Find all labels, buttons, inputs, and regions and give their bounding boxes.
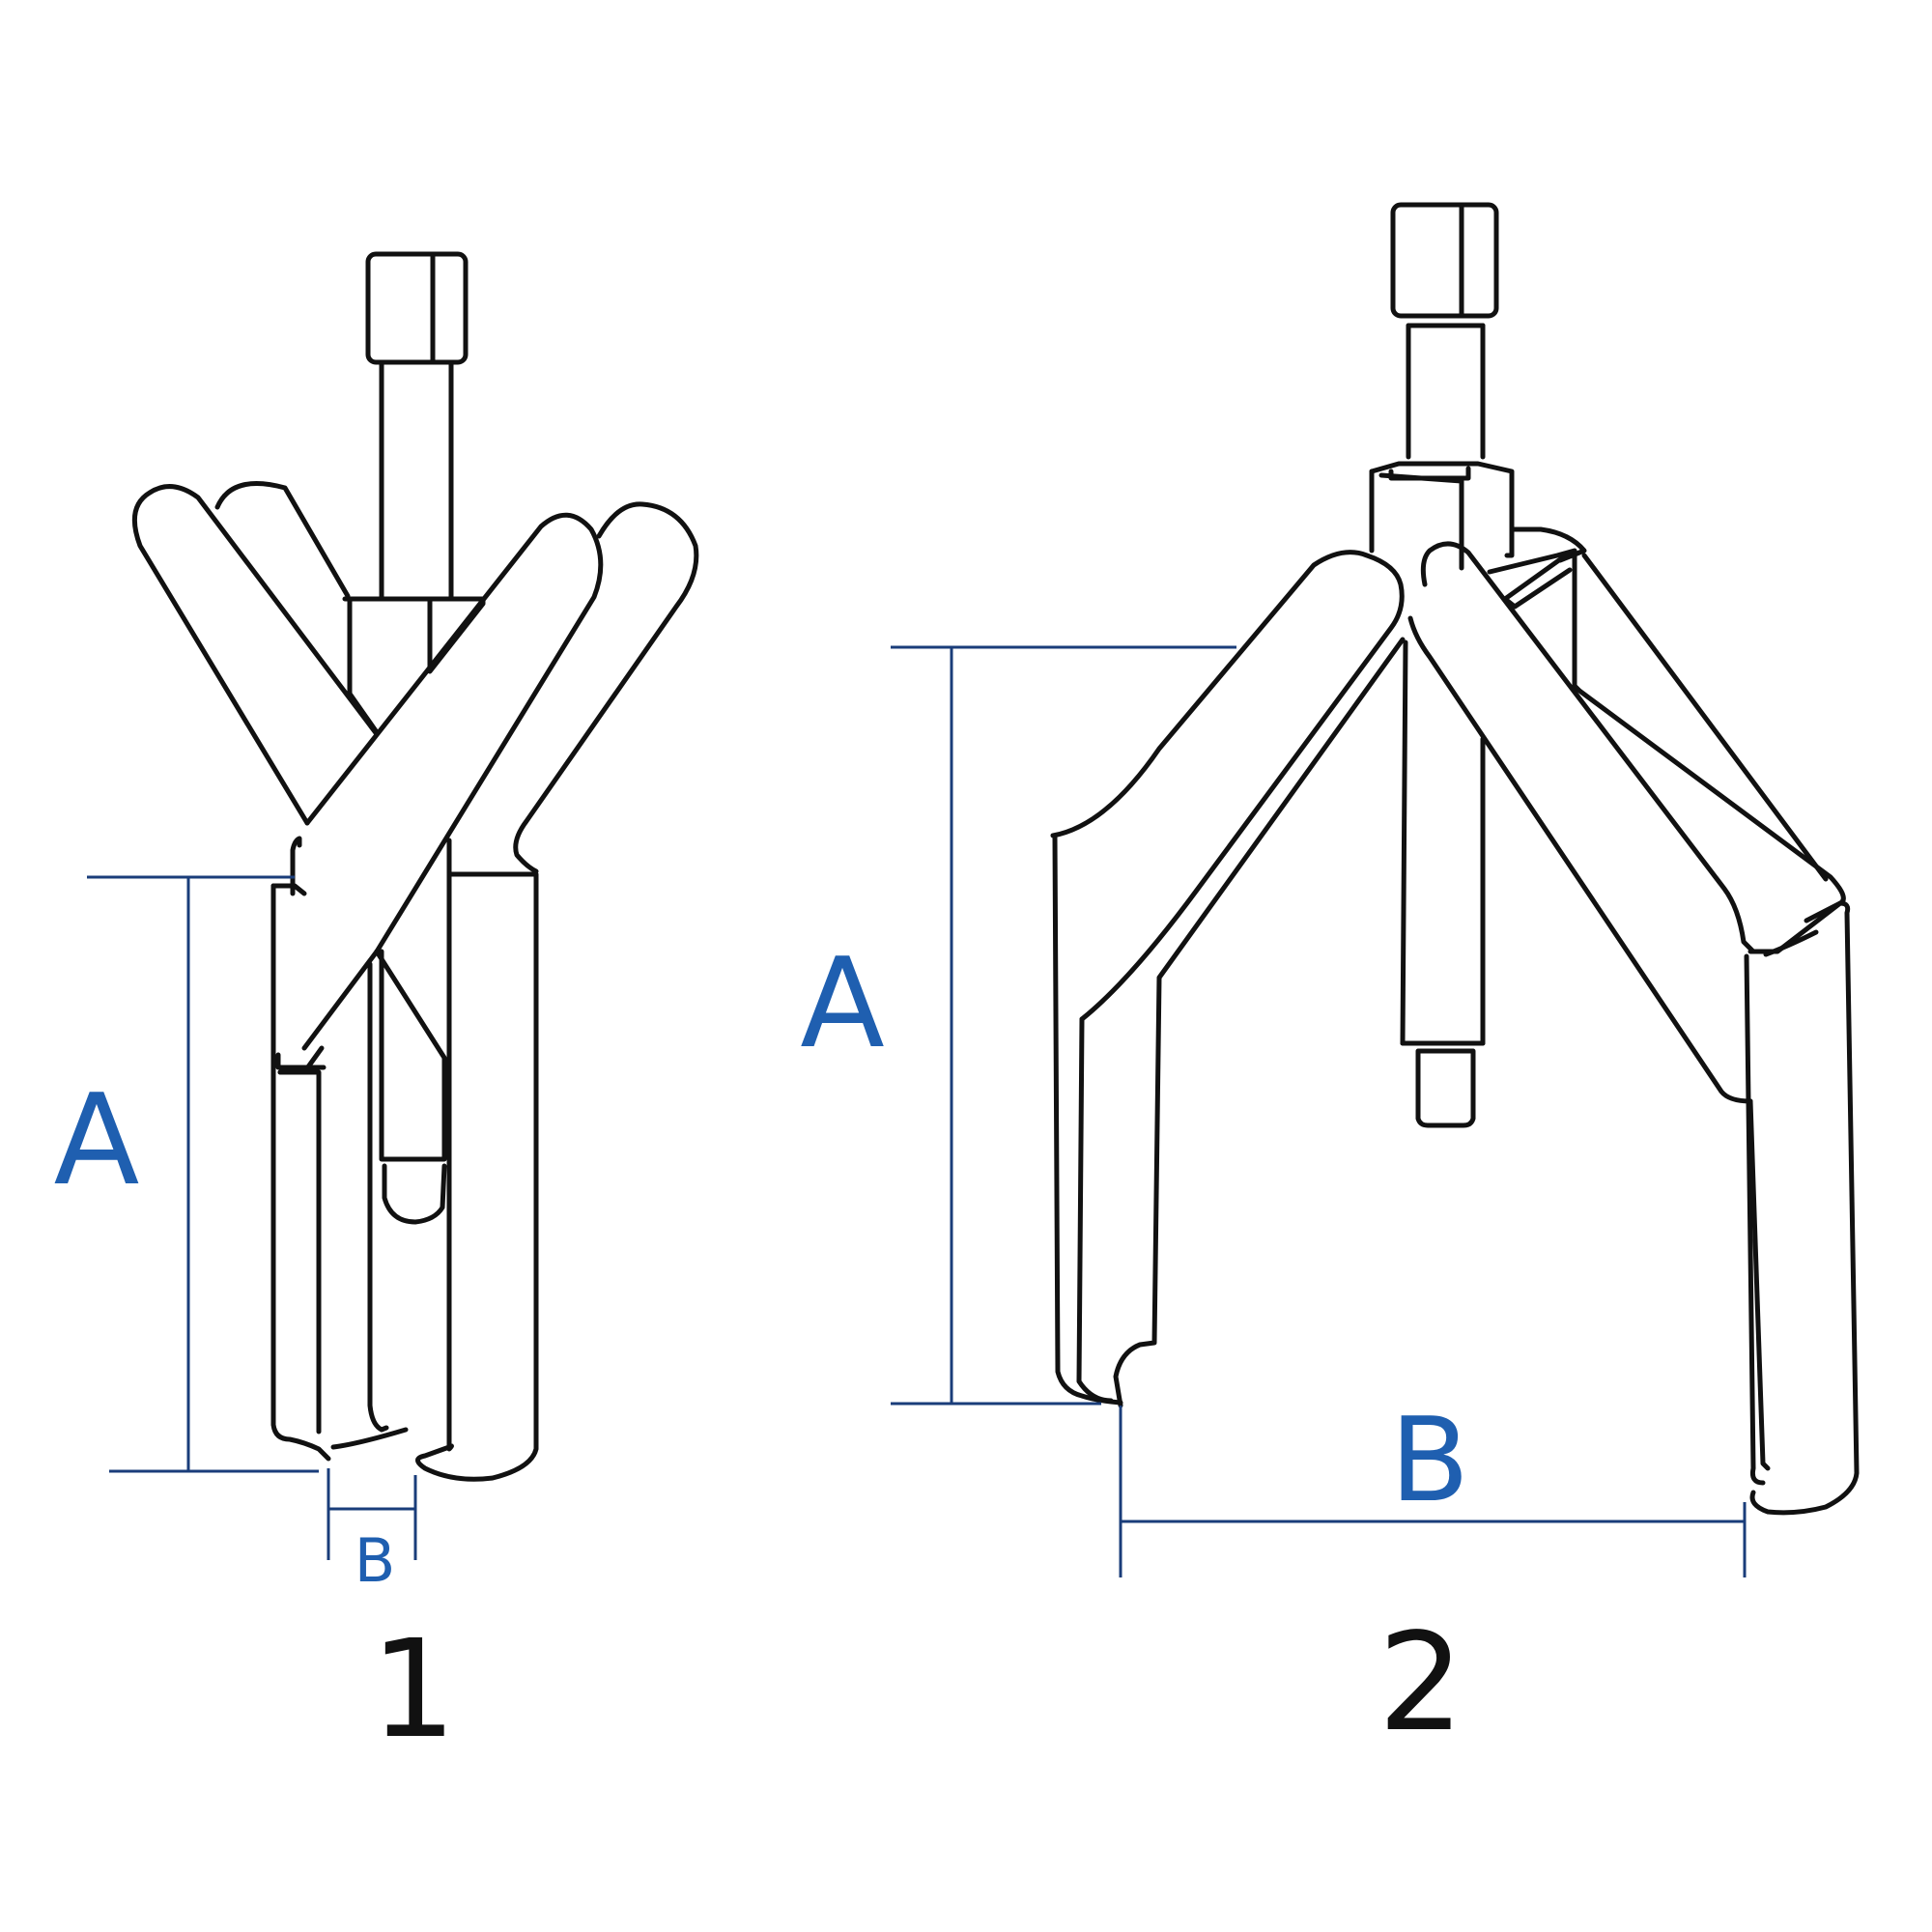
figure-2-inner-right-arm: [1407, 615, 1753, 1104]
figure-1-dimension-a-label: A: [54, 1066, 140, 1213]
figure-2-right-arm: [1420, 541, 1756, 954]
figure-2-left-arm: [1050, 550, 1405, 1022]
figure-1-puller: [131, 251, 699, 1482]
figure-2-dimension-a: [891, 645, 1236, 1406]
figure-2-puller: [1050, 202, 1860, 1516]
figure-1-spindle-head: [365, 251, 469, 365]
figure-2-body-block: [1369, 461, 1587, 571]
figure-1-dimension-b-label: B: [355, 1525, 396, 1596]
figure-1-body-block: [342, 596, 486, 735]
figure-1-dimension-b: [327, 1468, 417, 1560]
figure-1-center-leg: [330, 949, 447, 1450]
figure-2-spindle-head: [1390, 202, 1499, 319]
figure-1-right-arm: [513, 501, 699, 874]
figure-2-back-right-arm-inner: [1502, 550, 1573, 610]
figure-1-dimension-a: [87, 875, 319, 1473]
figure-1-number: 1: [370, 1611, 456, 1769]
figure-2-back-right-arm: [1487, 548, 1846, 923]
figure-2-spindle-lower: [1400, 639, 1486, 1128]
figure-1-left-arm: [131, 484, 380, 826]
figure-2-number: 2: [1378, 1605, 1463, 1762]
figure-1-right-leg: [415, 838, 539, 1482]
figure-1-spindle-shaft: [379, 359, 454, 600]
figure-2-left-leg: [1052, 637, 1406, 1408]
figure-2-dimension-a-label: A: [800, 932, 885, 1076]
figure-2-dimension-b: [1119, 1406, 1747, 1577]
figure-1-left-leg: [270, 836, 380, 1462]
figure-1-front-arm: [304, 512, 604, 954]
figure-2-spindle-shaft: [1406, 323, 1486, 460]
figure-2-right-leg: [1744, 900, 1860, 1516]
figure-1-center-left-arm: [214, 481, 351, 599]
figure-2-dimension-b-label: B: [1390, 1394, 1469, 1528]
